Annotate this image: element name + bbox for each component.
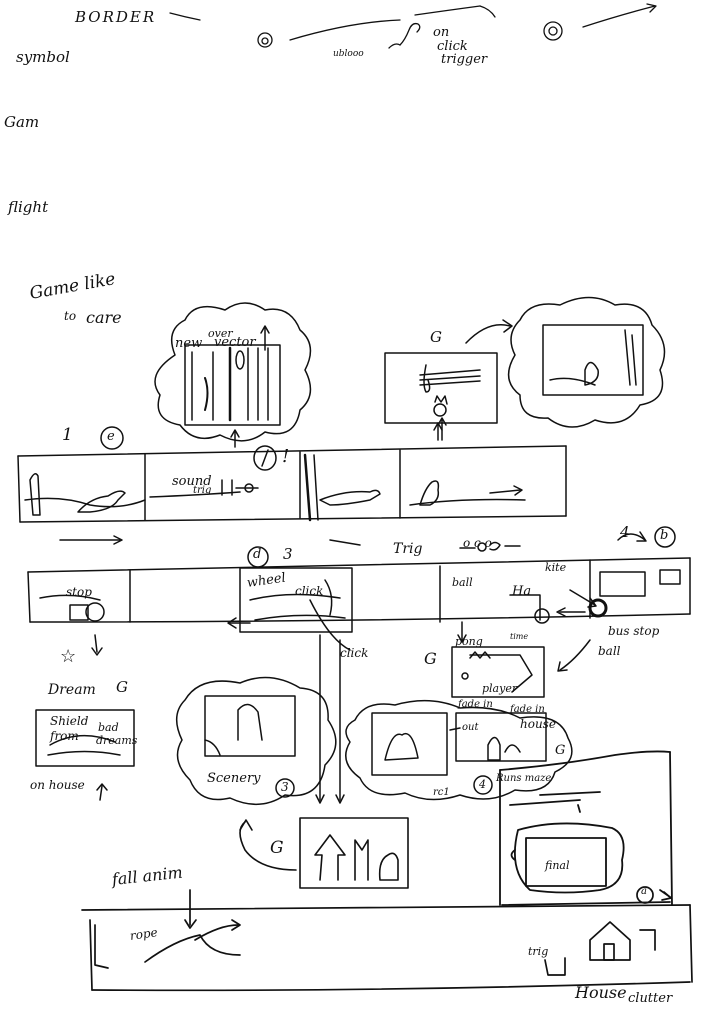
symbol-circle — [257, 32, 273, 48]
bubble-top-right — [384, 296, 666, 441]
dream-shield: Shield — [50, 714, 89, 728]
music-card — [384, 352, 498, 424]
symbol-label: symbol — [16, 48, 70, 66]
row2-number: 3 — [283, 545, 293, 563]
scenery-label: Scenery — [207, 771, 261, 786]
row1-strip — [17, 422, 567, 545]
maze-final: final — [545, 859, 570, 872]
row2-d: d — [253, 547, 262, 562]
symbol-circle-2 — [543, 21, 563, 41]
row2-letter-b: b — [660, 528, 669, 543]
rope-label: rope — [129, 925, 159, 943]
border-arrow — [582, 5, 656, 28]
trigger-label: trigger — [441, 52, 488, 67]
dream-dreams: dreams — [96, 734, 138, 747]
row1-number: 1 — [62, 425, 73, 445]
bubble-top-left — [154, 302, 312, 442]
rc1-bubble — [345, 699, 573, 801]
on-label: on — [433, 25, 450, 40]
row1-sound: sound — [172, 474, 212, 489]
scenery-number: 3 — [281, 780, 289, 794]
bottom-strip — [81, 886, 693, 992]
row2-oco: o c o — [463, 536, 492, 550]
g-panel — [239, 817, 409, 889]
letter-circle — [100, 426, 124, 450]
clutter-label: clutter — [628, 991, 673, 1006]
gam-label: Gam — [4, 113, 40, 131]
border-label: BORDER — [75, 8, 157, 26]
dream-panel — [35, 709, 135, 801]
rc1-number: 4 — [479, 778, 486, 791]
bubble-panel — [184, 344, 281, 426]
bubble-over-label: over — [208, 327, 233, 340]
pong-time: time — [510, 632, 529, 641]
row2-trig: Trig — [393, 541, 423, 557]
row2-click2: click — [340, 646, 369, 660]
maze-label: Runs maze — [496, 773, 552, 784]
dream-on-house: on house — [30, 778, 85, 792]
dream-from: from — [50, 729, 79, 743]
row2-strip — [27, 526, 691, 804]
title-line2: to — [64, 309, 77, 323]
row1-exclaim: ! — [282, 446, 290, 467]
row2-click: click — [295, 584, 324, 598]
bubble-vector-label: vector — [214, 335, 256, 350]
row2-ha: Ha — [512, 584, 532, 599]
border-curve — [289, 19, 401, 41]
pong-panel — [451, 646, 545, 698]
row2-stop: stop — [66, 585, 92, 599]
scenery-bubble — [176, 676, 337, 805]
header-strokes — [169, 3, 657, 49]
circle-letter: a — [641, 886, 647, 897]
g-panel-label: G — [270, 838, 284, 858]
pong-g: G — [424, 649, 437, 668]
scribble-label: ublooo — [333, 49, 364, 59]
house-label: House — [575, 983, 627, 1002]
title-line3: care — [86, 308, 122, 327]
pong-fade-in: fade in — [458, 699, 493, 710]
click-label: click — [437, 39, 468, 54]
trigger-circle — [253, 445, 277, 471]
dream-star: ☆ — [60, 646, 77, 667]
dream-title: Dream — [48, 682, 96, 698]
row2-kite: kite — [545, 561, 567, 574]
pong-player: player — [482, 682, 518, 695]
pong-house: house — [520, 717, 556, 731]
flight-label: flight — [8, 198, 49, 216]
dream-g: G — [116, 678, 128, 696]
row1-letter: e — [107, 429, 115, 444]
bubble-g-label: G — [430, 328, 442, 346]
maze-panel — [499, 750, 673, 906]
rc1-label: rc1 — [433, 787, 450, 798]
dream-bad: bad — [98, 721, 119, 734]
row2-bus-stop: bus stop — [608, 624, 660, 638]
row2-ball: ball — [598, 644, 621, 658]
row2-ball-label: ball — [452, 576, 473, 589]
pong-g2: G — [555, 743, 566, 758]
row1-trig: trig — [193, 485, 212, 496]
pong-fade-in2: fade in — [510, 704, 545, 715]
trig-label: trig — [528, 945, 549, 958]
bubble-new-label: new — [175, 336, 203, 351]
pong-title: pong — [455, 635, 483, 648]
pong-out: out — [462, 722, 479, 733]
bubble-outline — [154, 302, 312, 442]
row2-number4: 4 — [620, 523, 630, 541]
border-dash — [169, 12, 201, 21]
